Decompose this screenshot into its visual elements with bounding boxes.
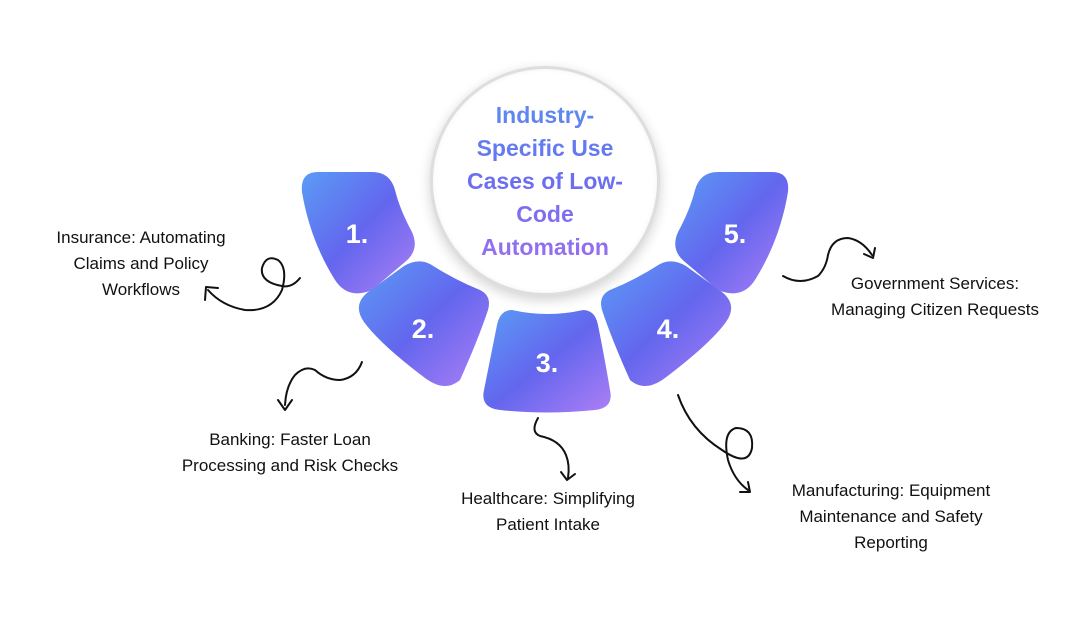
label-line: Insurance: Automating <box>56 228 226 247</box>
petal-1-number: 1. <box>346 219 369 249</box>
center-title-line: Industry- <box>495 101 595 128</box>
label-banking: Banking: Faster Loan Processing and Risk… <box>150 427 430 479</box>
petal-2: 2. <box>358 261 489 387</box>
center-title-line: Code <box>516 200 574 227</box>
petal-5-shape <box>675 172 789 294</box>
petal-2-number: 2. <box>412 314 435 344</box>
label-manufacturing: Manufacturing: Equipment Maintenance and… <box>760 478 1022 556</box>
center-title-line: Cases of Low- <box>467 167 623 194</box>
center-title-line: Specific Use <box>476 134 614 161</box>
label-line: Claims and Policy <box>73 254 209 273</box>
petal-4: 4. <box>601 261 732 387</box>
petal-2-shape <box>358 261 489 387</box>
petal-1: 1. <box>301 172 415 294</box>
center-title-circle: Industry- Specific Use Cases of Low- Cod… <box>430 66 660 296</box>
arrow-5-icon <box>782 237 876 282</box>
petal-4-number: 4. <box>657 314 680 344</box>
label-line: Healthcare: Simplifying <box>461 489 635 508</box>
label-healthcare: Healthcare: Simplifying Patient Intake <box>430 486 666 538</box>
label-government: Government Services: Managing Citizen Re… <box>800 271 1070 323</box>
center-title: Industry- Specific Use Cases of Low- Cod… <box>460 99 630 264</box>
label-line: Maintenance and Safety <box>799 507 983 526</box>
petal-3-shape <box>483 310 611 413</box>
arrow-1-icon <box>204 257 301 312</box>
petal-4-shape <box>601 261 732 387</box>
arrow-4-icon <box>677 394 754 493</box>
label-line: Reporting <box>854 533 928 552</box>
petal-3-number: 3. <box>536 348 559 378</box>
label-line: Banking: Faster Loan <box>209 430 371 449</box>
label-line: Managing Citizen Requests <box>831 300 1039 319</box>
label-line: Processing and Risk Checks <box>181 456 399 475</box>
label-line: Patient Intake <box>496 515 600 534</box>
label-line: Manufacturing: Equipment <box>791 481 991 500</box>
petal-5: 5. <box>675 172 789 294</box>
petal-1-shape <box>301 172 415 294</box>
label-line: Workflows <box>101 280 181 299</box>
label-insurance: Insurance: Automating Claims and Policy … <box>26 225 256 303</box>
label-line: Government Services: <box>850 274 1020 293</box>
center-title-line: Automation <box>481 233 609 260</box>
petal-5-number: 5. <box>724 219 747 249</box>
arrow-3-icon <box>533 417 576 481</box>
petal-3: 3. <box>483 310 611 413</box>
arrow-2-icon <box>277 361 363 411</box>
